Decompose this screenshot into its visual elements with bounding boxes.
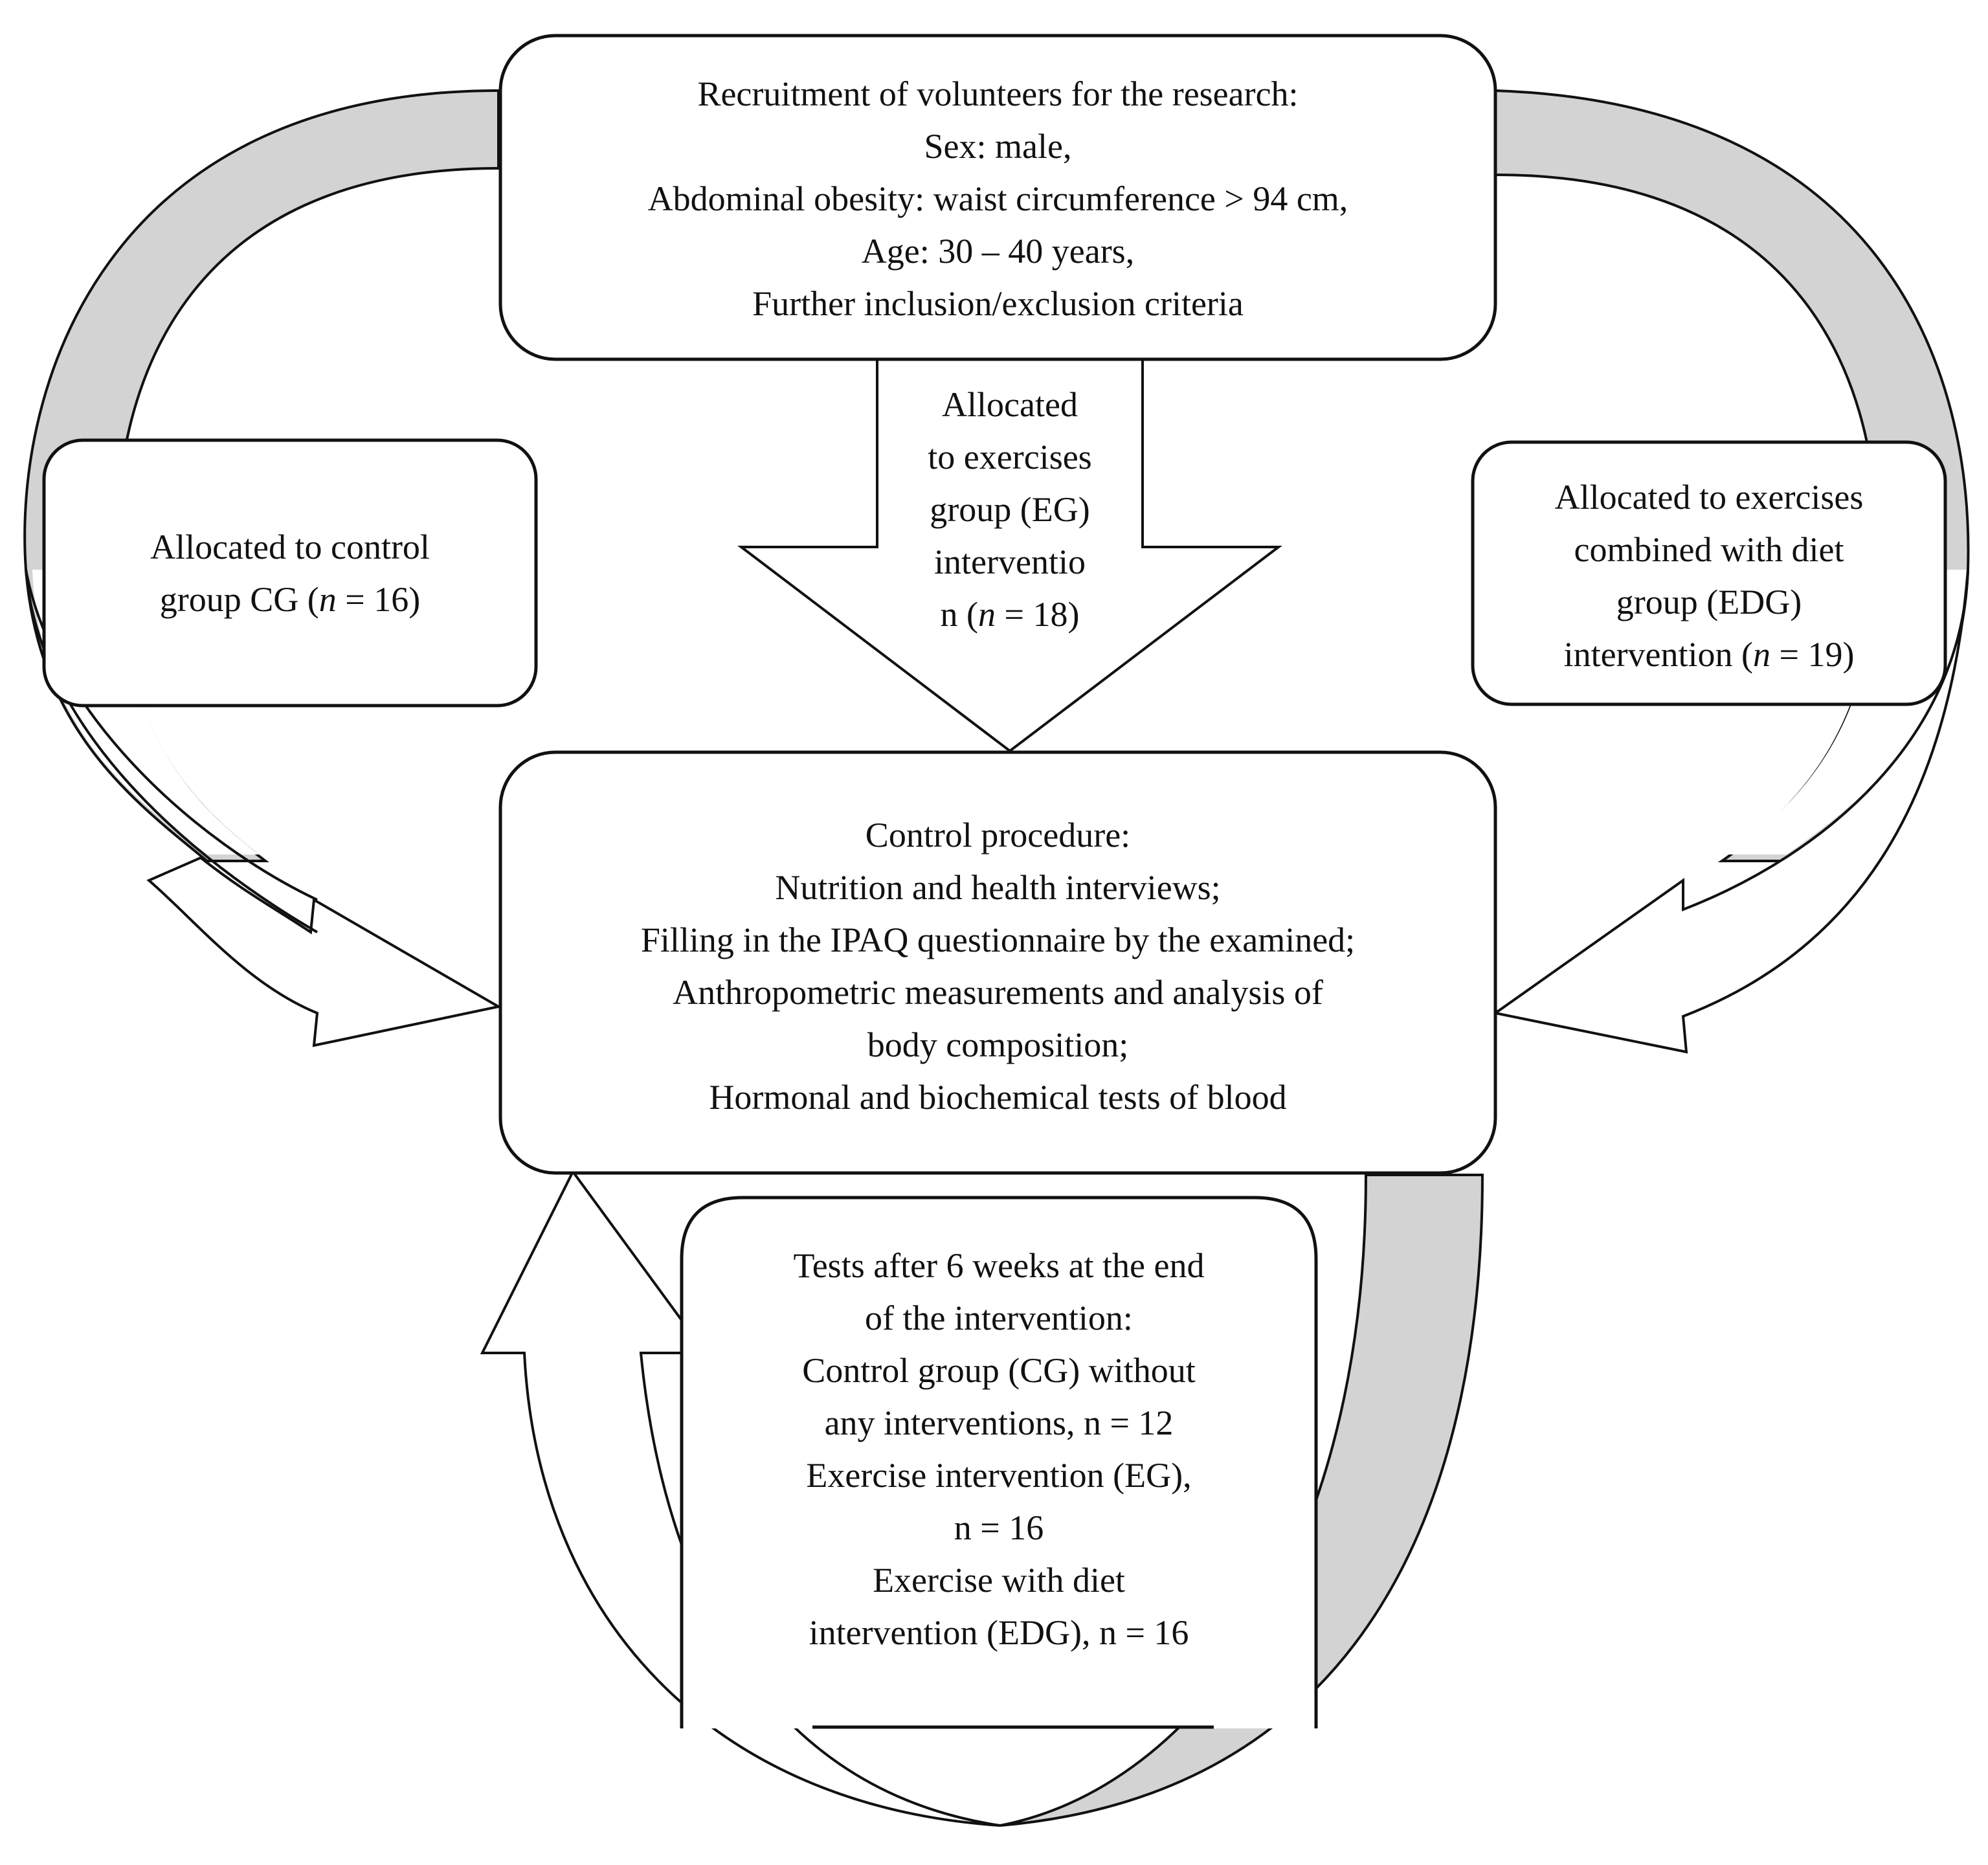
exercise-diet-group-count-line: intervention (n = 19): [1473, 629, 1945, 681]
recruitment-text: Recruitment of volunteers for the resear…: [500, 68, 1495, 330]
center-down-arrow: [737, 358, 1282, 753]
exercise-group-line: Allocated: [942, 385, 1078, 424]
n-symbol: n: [1752, 635, 1770, 674]
control-procedure-text: Control procedure: Nutrition and health …: [500, 809, 1495, 1124]
n-symbol: n: [978, 595, 996, 634]
exercise-group-text: Allocated to exercises group (EG) interv…: [842, 379, 1178, 641]
control-procedure-line: Anthropometric measurements and analysis…: [673, 973, 1323, 1012]
control-group-line: Allocated to control: [150, 528, 430, 566]
recruitment-line: Sex: male,: [924, 127, 1072, 166]
final-tests-line: Exercise with diet: [873, 1561, 1125, 1600]
text-fragment: group CG (: [159, 580, 319, 619]
final-tests-line: n = 16: [954, 1508, 1044, 1547]
recruitment-line: Recruitment of volunteers for the resear…: [697, 74, 1299, 113]
left-band-inner-edge: [25, 569, 318, 933]
n-symbol: n: [318, 580, 337, 619]
control-group-box: [42, 438, 538, 708]
final-tests-line: intervention (EDG), n = 16: [809, 1613, 1189, 1652]
control-procedure-line: Hormonal and biochemical tests of blood: [709, 1078, 1287, 1117]
exercise-diet-group-line: group (EDG): [1616, 583, 1802, 621]
control-procedure-line: Control procedure:: [865, 816, 1131, 854]
recruitment-box: [498, 34, 1497, 361]
final-tests-line: Exercise intervention (EG),: [806, 1456, 1192, 1495]
exercise-group-line: interventio: [934, 542, 1086, 581]
text-fragment: = 18): [996, 595, 1080, 634]
final-tests-text: Tests after 6 weeks at the end of the in…: [682, 1240, 1316, 1659]
final-tests-line: of the intervention:: [865, 1299, 1133, 1337]
final-tests-box: [680, 1196, 1318, 1728]
control-procedure-line: body composition;: [867, 1025, 1129, 1064]
final-tests-line: Tests after 6 weeks at the end: [793, 1246, 1205, 1285]
left-curved-band: [23, 89, 500, 862]
control-group-count-line: group CG (n = 16): [44, 574, 536, 626]
text-fragment: = 19): [1770, 635, 1855, 674]
exercise-diet-group-line: Allocated to exercises: [1554, 478, 1864, 517]
exercise-diet-group-box: [1471, 440, 1947, 706]
final-tests-line: Control group (CG) without: [802, 1351, 1196, 1390]
recruitment-line: Age: 30 – 40 years,: [861, 232, 1135, 271]
control-group-text: Allocated to control group CG (n = 16): [44, 521, 536, 626]
exercise-diet-group-text: Allocated to exercises combined with die…: [1473, 471, 1945, 681]
text-fragment: n (: [940, 595, 979, 634]
exercise-diet-group-line: combined with diet: [1574, 530, 1844, 569]
text-fragment: = 16): [336, 580, 421, 619]
control-procedure-box: [498, 750, 1497, 1175]
final-tests-line: any interventions, n = 12: [824, 1403, 1174, 1442]
control-procedure-line: Filling in the IPAQ questionnaire by the…: [640, 921, 1356, 959]
exercise-group-count-line: n (n = 18): [842, 588, 1178, 641]
right-arrow-head: [1492, 569, 1969, 1054]
exercise-group-line: group (EG): [930, 490, 1090, 529]
recruitment-line: Abdominal obesity: waist circumference >…: [647, 179, 1348, 218]
control-procedure-line: Nutrition and health interviews;: [775, 868, 1221, 907]
exercise-group-line: to exercises: [928, 438, 1092, 476]
left-arrow-head: [146, 856, 502, 1047]
recruitment-line: Further inclusion/exclusion criteria: [752, 284, 1244, 323]
text-fragment: intervention (: [1563, 635, 1753, 674]
